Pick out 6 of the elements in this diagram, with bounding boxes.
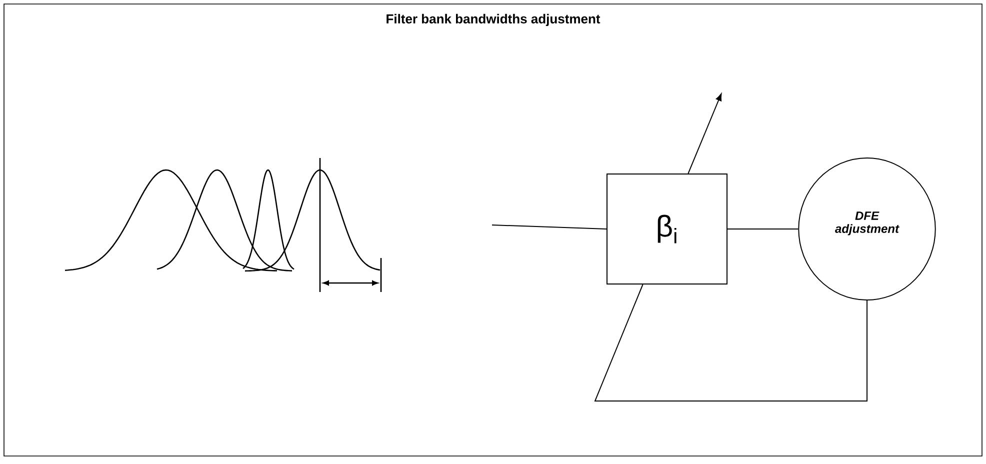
arrow: [688, 93, 722, 174]
connector-line: [594, 284, 868, 402]
title: Filter bank bandwidths adjustment: [386, 14, 600, 26]
filter-box: β$_{i}$: [606, 174, 728, 284]
connector-line: [727, 228, 799, 230]
connector-line: [492, 224, 607, 230]
